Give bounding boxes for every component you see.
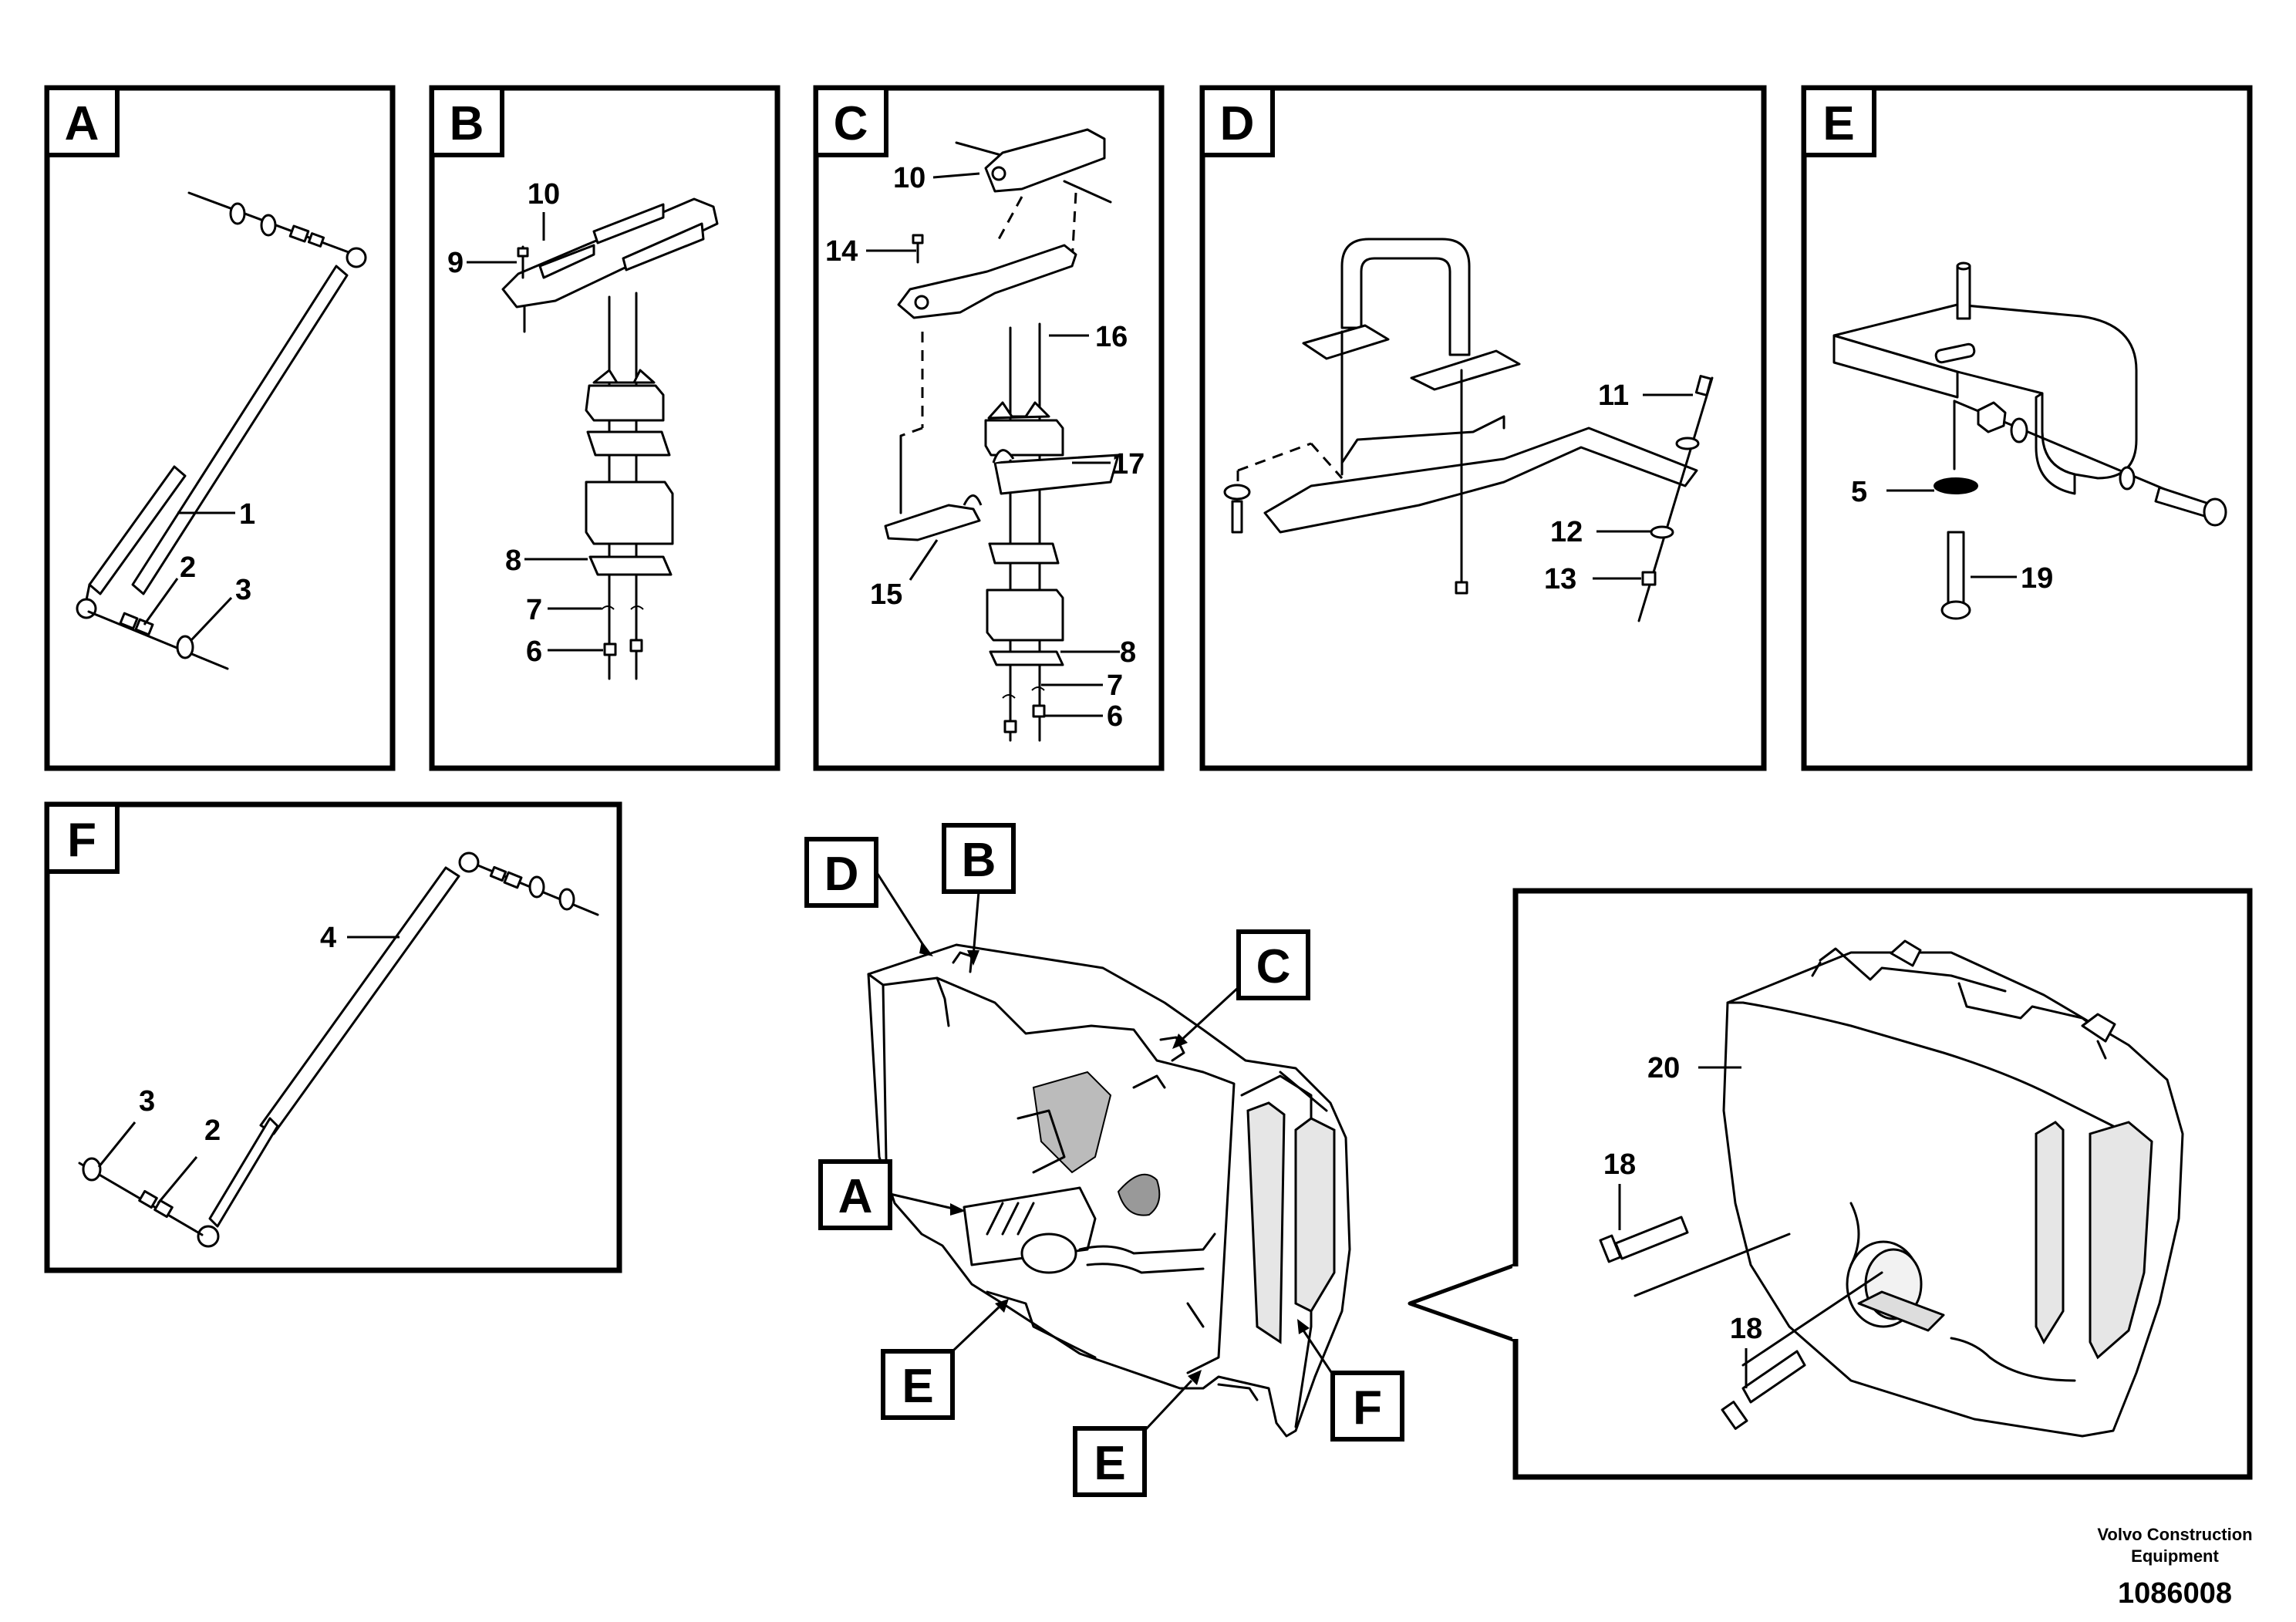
callout-f-leader <box>1302 1330 1336 1378</box>
drawing-number: 1086008 <box>2118 1577 2232 1610</box>
panel-c-tag <box>814 86 888 157</box>
callout-f-tag <box>1330 1371 1404 1442</box>
callout-a-leader <box>889 1192 957 1211</box>
panel-f-letter: F <box>67 814 96 867</box>
detail-pointer <box>1408 1263 1518 1343</box>
callout-a-arrow <box>950 1203 966 1216</box>
panel-d: D 11 12 13 <box>1199 85 1767 771</box>
company-name-line1: Volvo Construction <box>2097 1525 2252 1544</box>
callout-d-arrow <box>919 941 933 956</box>
callout-e2-leader <box>1143 1379 1193 1432</box>
detail-frame <box>1512 888 2253 1480</box>
panel-e-letter: E <box>1822 97 1854 150</box>
part-label-18-lower: 18 <box>1730 1313 1762 1345</box>
panel-a-tag <box>45 86 120 157</box>
part-label-6: 6 <box>526 636 542 668</box>
callout-e2-letter: E <box>1094 1437 1125 1490</box>
callout-f-arrow <box>1297 1319 1310 1334</box>
part-label-7c: 7 <box>1107 669 1123 702</box>
callout-d-letter: D <box>824 848 859 901</box>
company-name-line2: Equipment <box>2131 1546 2219 1566</box>
panel-d-letter: D <box>1220 97 1255 150</box>
overview-hood <box>867 943 1351 1438</box>
latch-assembly-b <box>501 197 719 680</box>
callout-e1-tag <box>881 1349 955 1420</box>
footer-credit: Volvo Construction Equipment 1086008 <box>2097 1525 2252 1610</box>
panel-e-tag <box>1802 86 1876 157</box>
part-label-10: 10 <box>528 178 560 211</box>
part-label-14: 14 <box>825 235 858 268</box>
hood-exterior <box>1599 939 2184 1438</box>
part-label-8c: 8 <box>1120 636 1136 669</box>
bracket-assembly-e <box>1832 261 2227 620</box>
overview-callouts: D B C A E E F <box>804 823 1404 1497</box>
panel-d-frame <box>1199 85 1767 771</box>
part-label-4: 4 <box>320 922 336 954</box>
part-label-2f: 2 <box>204 1114 221 1147</box>
part-label-15: 15 <box>870 578 902 611</box>
callout-c-letter: C <box>1256 940 1291 993</box>
callout-d-tag <box>804 837 878 908</box>
part-label-16: 16 <box>1095 321 1128 353</box>
callout-a-tag <box>818 1159 892 1230</box>
handle-assembly-d <box>1223 238 1714 622</box>
callout-d-leader <box>875 871 927 949</box>
panel-f-tag <box>45 802 120 874</box>
part-label-17: 17 <box>1112 448 1145 481</box>
part-label-12: 12 <box>1550 516 1583 548</box>
callout-b-letter: B <box>962 834 996 887</box>
callout-e1-arrow <box>995 1299 1009 1313</box>
panel-d-tag <box>1200 86 1275 157</box>
latch-assembly-c <box>884 128 1120 742</box>
callout-c-tag <box>1236 929 1310 1000</box>
callout-e2-tag <box>1073 1426 1147 1497</box>
callout-b-arrow <box>967 950 979 966</box>
panel-f: F 4 3 2 <box>44 801 622 1273</box>
panel-b-tag <box>430 86 504 157</box>
panel-e-frame <box>1801 85 2253 771</box>
callout-b-leader <box>972 891 980 957</box>
panel-b-letter: B <box>450 97 484 150</box>
panel-f-frame <box>44 801 622 1273</box>
part-label-6c: 6 <box>1107 700 1123 733</box>
part-label-7: 7 <box>526 594 542 626</box>
panel-c-frame <box>813 85 1165 771</box>
callout-f-letter: F <box>1353 1381 1382 1435</box>
callout-b-tag <box>942 823 1016 894</box>
panel-e: E 5 19 <box>1801 85 2253 771</box>
part-label-5: 5 <box>1851 476 1867 508</box>
callout-c-arrow <box>1172 1034 1188 1049</box>
callout-a-letter: A <box>838 1170 873 1223</box>
callout-e2-arrow <box>1188 1370 1202 1385</box>
panel-c-letter: C <box>834 97 868 150</box>
panel-a-letter: A <box>65 97 99 150</box>
gas-strut-f <box>78 851 599 1248</box>
callout-c-leader <box>1178 986 1240 1043</box>
part-label-1: 1 <box>239 498 255 531</box>
callout-e1-letter: E <box>902 1360 933 1413</box>
part-label-19: 19 <box>2021 562 2053 595</box>
part-label-2: 2 <box>180 551 196 584</box>
detail-view: 20 18 18 <box>1408 888 2253 1480</box>
panel-a: A 1 2 3 <box>44 85 396 771</box>
part-label-3: 3 <box>235 574 251 606</box>
panel-c: C <box>813 85 1165 771</box>
part-label-3f: 3 <box>139 1085 155 1118</box>
part-label-8: 8 <box>505 545 521 577</box>
panel-a-frame <box>44 85 396 771</box>
part-label-18-upper: 18 <box>1603 1148 1636 1181</box>
part-label-20: 20 <box>1647 1052 1680 1084</box>
panel-b: B 10 9 8 7 6 <box>429 85 781 771</box>
part-label-10c: 10 <box>893 162 925 194</box>
panel-b-frame <box>429 85 781 771</box>
part-label-13: 13 <box>1544 563 1576 595</box>
part-label-11: 11 <box>1598 379 1629 412</box>
bolt-18-upper-axis <box>1633 1233 1791 1297</box>
part-label-9: 9 <box>447 247 464 279</box>
callout-e1-leader <box>951 1306 1000 1353</box>
gas-strut-a <box>76 191 367 670</box>
